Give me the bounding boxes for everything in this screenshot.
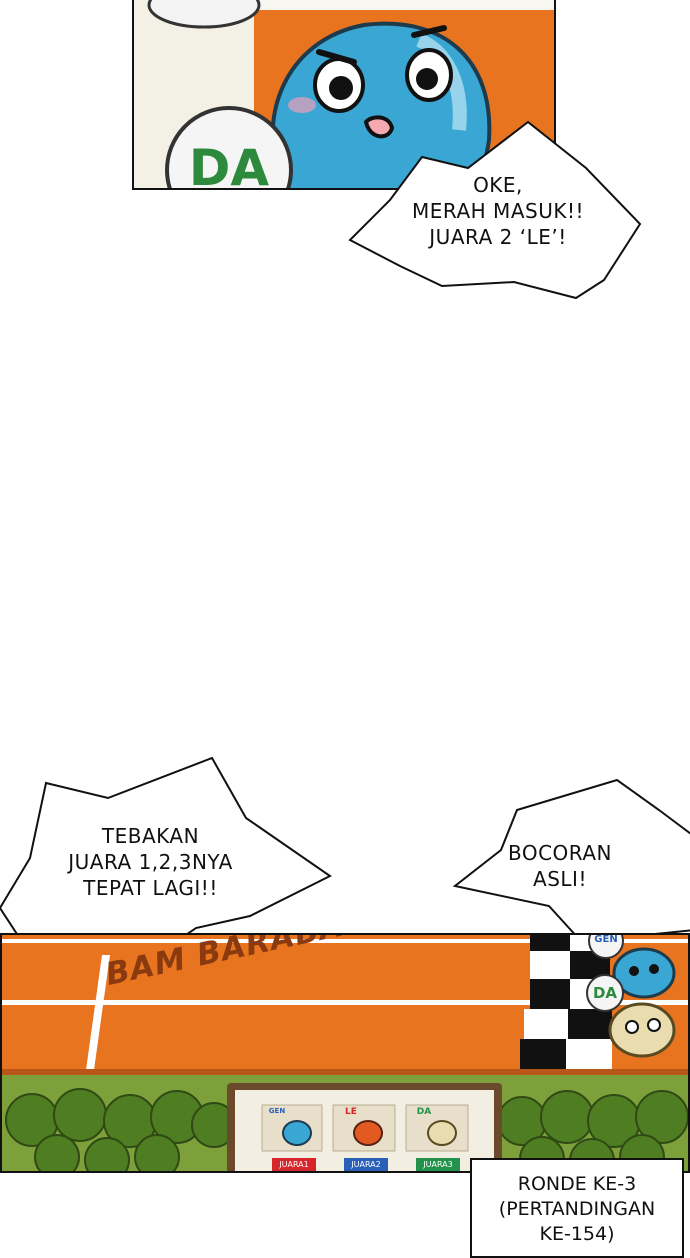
race-track-panel: BAM BARABAM~ GEN DA GEN LE DA JUARA1 JUA… [0, 933, 690, 1173]
bubble-outline [0, 756, 332, 968]
bubble-outline [348, 120, 642, 300]
place-label-1: JUARA1 [272, 1158, 316, 1171]
race-track-illustration [2, 935, 688, 1171]
bubble-text-tebakan: TEBAKAN JUARA 1,2,3NYA TEPAT LAGI!! [68, 824, 233, 900]
speech-bubble-bocoran: BOCORAN ASLI! [452, 778, 690, 952]
speech-bubble-oke: OKE, MERAH MASUK!! JUARA 2 ‘LE’! [348, 120, 648, 300]
bubble-text-oke: OKE, MERAH MASUK!! JUARA 2 ‘LE’! [412, 173, 584, 249]
bubble-text-bocoran: BOCORAN ASLI! [507, 841, 613, 891]
caption-box: RONDE KE-3 (PERTANDINGAN KE-154) [470, 1158, 684, 1258]
blue-character-illustration [134, 0, 554, 188]
board-badge-3: DA [416, 1107, 432, 1117]
speech-bubble-tebakan: TEBAKAN JUARA 1,2,3NYA TEPAT LAGI!! [0, 756, 335, 970]
top-comic-panel: DA [132, 0, 556, 190]
place-label-3: JUARA3 [416, 1158, 460, 1171]
da-badge-text: DA [188, 139, 270, 190]
board-badge-2: LE [345, 1107, 357, 1117]
board-badge-1: GEN [268, 1107, 286, 1115]
place-label-2: JUARA2 [344, 1158, 388, 1171]
caption-text: RONDE KE-3 (PERTANDINGAN KE-154) [498, 1173, 656, 1245]
da-badge-label: DA [592, 984, 618, 1002]
gen-badge-label: GEN [594, 934, 618, 945]
